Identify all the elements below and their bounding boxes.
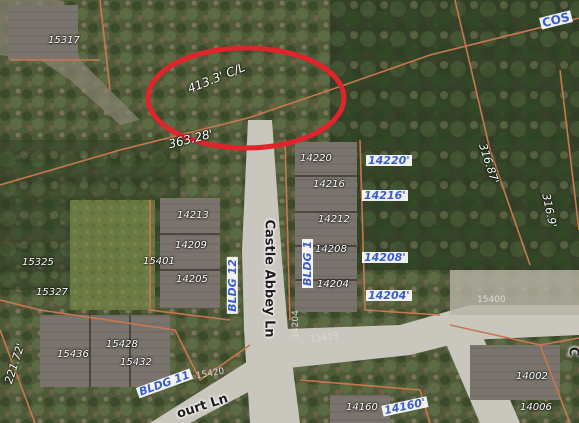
- address-label: 14204: [290, 310, 301, 339]
- address-label: 15436: [57, 349, 89, 360]
- address-label: 14209: [175, 240, 207, 251]
- street-label-right-edge: C: [565, 346, 579, 357]
- address-label: 15432: [120, 357, 152, 368]
- lot-label: 14208': [362, 251, 408, 264]
- street-label-castle-abbey-ln: Castle Abbey Ln: [261, 219, 277, 338]
- address-label: 15317: [48, 35, 80, 46]
- address-label: 14213: [177, 210, 209, 221]
- address-label: 14205: [176, 274, 208, 285]
- address-label: 15428: [106, 339, 138, 350]
- address-label: 14216: [313, 179, 345, 190]
- address-label: 15400: [477, 295, 506, 305]
- address-label: 14208: [315, 244, 347, 255]
- address-label: 14006: [520, 402, 552, 413]
- address-label: 14160: [346, 402, 378, 413]
- address-label: 15325: [22, 257, 54, 268]
- building-label: BLDG 1: [301, 238, 315, 289]
- building-label: BLDG 12: [225, 257, 239, 314]
- highlight-ellipse: [145, 45, 347, 151]
- lot-label: 14220': [366, 154, 412, 167]
- lot-label: 14204': [366, 289, 412, 302]
- address-label: 14220: [300, 153, 332, 164]
- address-label: 14212: [318, 214, 350, 225]
- lot-label: 14216': [362, 189, 408, 202]
- address-label: 14204: [317, 279, 349, 290]
- address-label: 14002: [516, 371, 548, 382]
- address-label: 15401: [143, 256, 175, 267]
- address-label: 15327: [36, 287, 68, 298]
